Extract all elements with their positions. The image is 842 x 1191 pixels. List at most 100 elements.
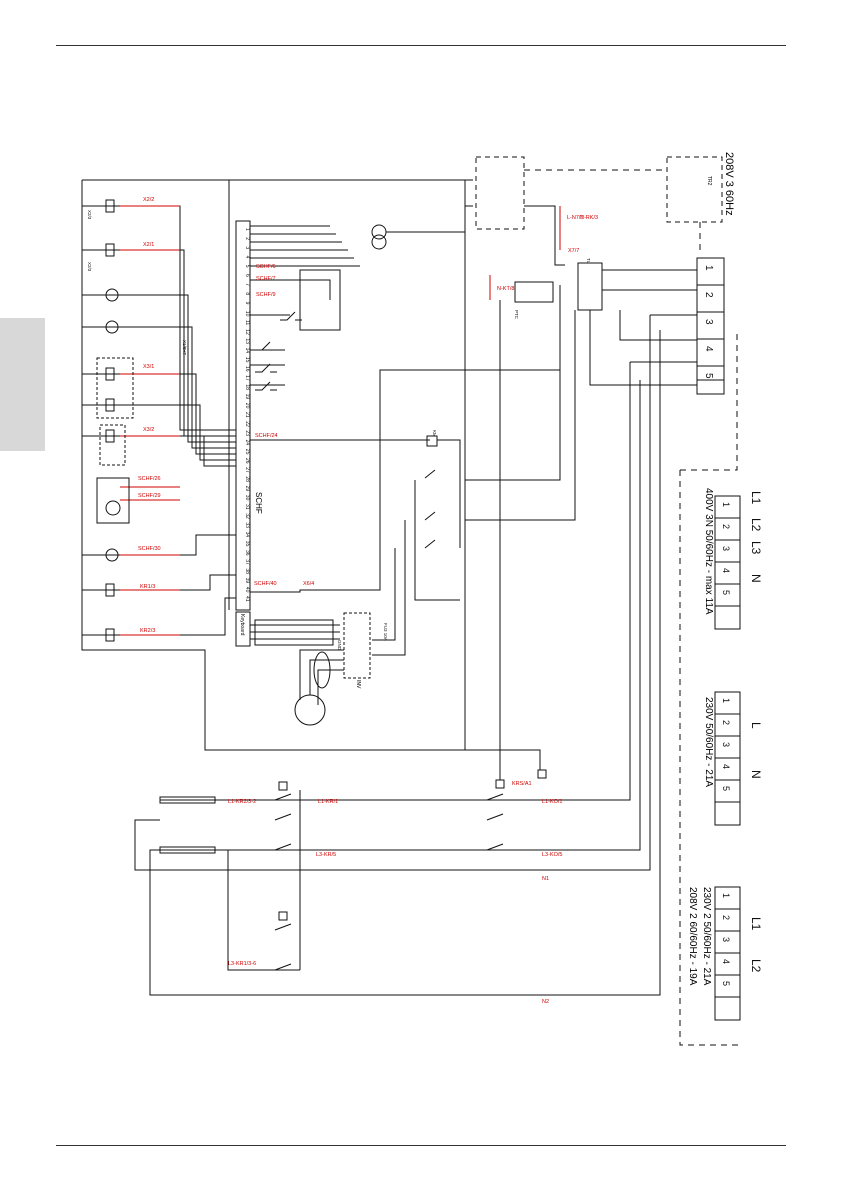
board-terminal-5: 5 xyxy=(244,265,250,268)
component-label: TL xyxy=(586,258,591,264)
rung-wire xyxy=(82,294,236,443)
phase-label-L: L xyxy=(749,722,763,729)
supply-terminal-1: 1 xyxy=(721,893,731,898)
relay-contact xyxy=(486,843,504,851)
component-fc xyxy=(514,281,554,303)
wire-label: N2 xyxy=(542,999,549,1005)
supply-terminal-1: 1 xyxy=(721,502,731,507)
wire-label: SCHF/29 xyxy=(138,493,161,499)
wire-label: L1-KR/1 xyxy=(318,799,338,805)
board-terminal-26: 26 xyxy=(244,458,250,464)
board-terminal-4: 4 xyxy=(244,256,250,259)
motor-m1 xyxy=(294,694,326,726)
component-label: X2/3 xyxy=(87,210,92,220)
main-terminal-1: 1 xyxy=(703,265,714,271)
contactor-km-coil xyxy=(426,435,438,447)
phase-label-L2: L2 xyxy=(749,959,763,973)
wire xyxy=(309,659,344,695)
wire-label: X6/4 xyxy=(303,581,314,587)
board-terminal-3: 3 xyxy=(244,246,250,249)
board-terminal-7: 7 xyxy=(244,283,250,286)
supply-terminal-2: 2 xyxy=(721,915,731,920)
board-terminal-17: 17 xyxy=(244,375,250,381)
supply-terminal-3: 3 xyxy=(721,546,731,551)
component-KR1 xyxy=(105,583,115,597)
supply-spec-1: 400V 3N 50/60Hz - max 11A xyxy=(703,488,714,615)
component-label: KM xyxy=(432,430,437,437)
supply-spec-2: 230V 50/60Hz - 21A xyxy=(703,697,714,787)
board-terminal-1: 1 xyxy=(244,228,250,231)
wire xyxy=(82,597,236,636)
switch-contact xyxy=(255,363,271,373)
wire xyxy=(465,310,576,521)
wire xyxy=(82,574,236,591)
wire xyxy=(589,310,697,386)
board-terminal-25: 25 xyxy=(244,449,250,455)
relay-contact xyxy=(274,923,292,931)
board-terminal-9: 9 xyxy=(244,302,250,305)
component-label: X1/8HT xyxy=(182,340,187,356)
contactor-contact xyxy=(424,469,436,479)
wire-label: SCHF/9 xyxy=(256,292,276,298)
inverter: INV xyxy=(343,612,371,689)
wire-label: L1-KO/1 xyxy=(542,799,562,805)
board-terminal-37: 37 xyxy=(244,559,250,565)
component-lamp xyxy=(105,548,119,562)
switch-contact xyxy=(280,311,296,321)
component-label: FU3 10A xyxy=(383,623,388,641)
board-terminal-39: 39 xyxy=(244,578,250,584)
control-board-name: SCHF xyxy=(254,492,263,514)
board-terminal-6: 6 xyxy=(244,274,250,277)
header-rule xyxy=(56,45,786,46)
component-EL4 xyxy=(105,398,115,412)
wire-label: L3-KO/5 xyxy=(542,852,562,858)
main-terminal-5: 5 xyxy=(703,373,714,379)
footer-rule xyxy=(56,1145,786,1146)
board-terminal-40: 40 xyxy=(244,587,250,593)
board-terminal-8: 8 xyxy=(244,292,250,295)
board-terminal-10: 10 xyxy=(244,311,250,317)
wire xyxy=(372,548,396,641)
group-m2 xyxy=(96,477,130,524)
main-terminal-block xyxy=(696,257,725,395)
inverter-name: INV xyxy=(355,680,361,689)
board-terminal-18: 18 xyxy=(244,384,250,390)
wire xyxy=(227,850,300,971)
board-terminal-15: 15 xyxy=(244,357,250,363)
wire-label: X3/1 xyxy=(143,364,154,370)
phase-label-L1: L1 xyxy=(749,491,763,505)
board-terminal-11: 11 xyxy=(244,320,250,325)
motor-m2 xyxy=(105,500,121,516)
supply-terminal-5: 5 xyxy=(721,590,731,595)
board-terminal-34: 34 xyxy=(244,532,250,538)
contactor-contact xyxy=(424,511,436,521)
wire-label: KR2/3 xyxy=(140,628,155,634)
supply-terminal-4: 4 xyxy=(721,959,731,964)
wire-label: X2/1 xyxy=(143,242,154,248)
relay-krs-coil xyxy=(495,779,505,789)
relay-contact xyxy=(274,843,292,851)
heater-r1 xyxy=(159,796,216,804)
supply-terminal-3: 3 xyxy=(721,742,731,747)
board-terminal-41: 41 xyxy=(244,596,250,602)
wire-label: N-KT/8 xyxy=(497,286,514,292)
supply-option-3: 230V 2 50/60Hz - 21A 208V 2 60/60Hz - 19… xyxy=(687,886,741,1021)
wire-label: X7/7 xyxy=(568,248,579,254)
board-terminal-21: 21 xyxy=(244,412,250,418)
wire xyxy=(134,315,651,871)
keyboard-label: Keyboard xyxy=(239,614,245,636)
top-supply: 208V 3 60Hz TR2 xyxy=(666,152,735,223)
component-label: X2/3 xyxy=(87,262,92,272)
wire-label: L3-KR/5 xyxy=(316,852,336,858)
phase-label-L3: L3 xyxy=(749,541,763,555)
board-terminal-22: 22 xyxy=(244,421,250,427)
wire-label: X2/2 xyxy=(143,197,154,203)
wire xyxy=(414,480,460,601)
main-terminal-4: 4 xyxy=(703,346,714,352)
component-label: GND xyxy=(337,640,342,651)
supply-terminal-5: 5 xyxy=(721,786,731,791)
group-el3-el4 xyxy=(96,357,134,419)
control-board: SCHF Keyboard xyxy=(235,220,263,647)
wire xyxy=(82,534,236,556)
